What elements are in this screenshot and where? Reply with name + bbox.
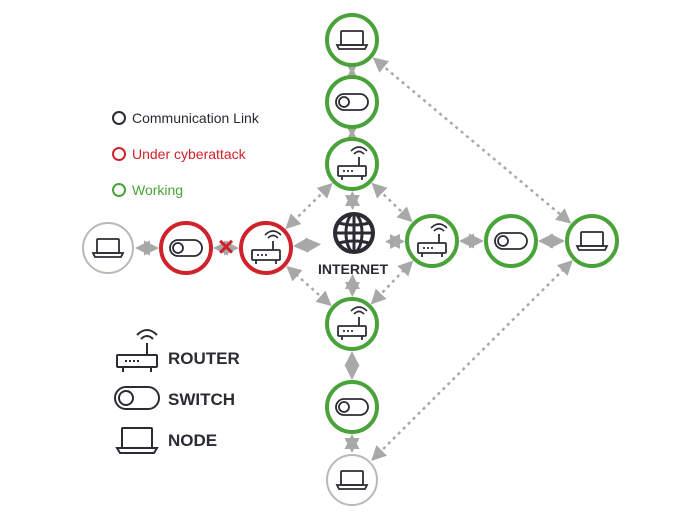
- node-icon: [335, 30, 369, 50]
- switch-icon: [335, 398, 369, 416]
- left-router-status-ring: [239, 221, 293, 275]
- right-router-router: [405, 214, 459, 268]
- bottom-router-router: [325, 297, 379, 351]
- node-icon: [575, 231, 609, 251]
- router-icon: [417, 223, 448, 257]
- top-switch-switch: [325, 75, 379, 129]
- router-icon: [251, 230, 282, 264]
- node-icon: [91, 238, 125, 258]
- connection-links: [135, 57, 573, 461]
- attack-legend-dot: [112, 147, 126, 161]
- switch-icon: [335, 93, 369, 111]
- left-node-status-ring: [82, 222, 134, 274]
- bottom-node-node: [326, 454, 378, 506]
- left-switch-status-ring: [159, 221, 213, 275]
- attack-legend-label: Under cyberattack: [132, 146, 247, 162]
- right-switch-status-ring: [484, 214, 538, 268]
- link-bottom-router-to-left-router: [286, 265, 332, 307]
- bottom-switch-switch: [325, 380, 379, 434]
- device-legend: ROUTER SWITCH NODE: [114, 329, 240, 454]
- top-router-status-ring: [325, 137, 379, 191]
- left-switch-switch: [159, 221, 213, 275]
- switch-icon: [494, 232, 528, 250]
- node-icon: [335, 470, 369, 490]
- internet-label: INTERNET: [318, 261, 388, 277]
- link-top-router-to-left-router: [285, 182, 333, 230]
- switch-icon: [169, 239, 203, 257]
- bottom-node-status-ring: [326, 454, 378, 506]
- node-legend-label: NODE: [168, 431, 217, 450]
- working-legend-dot: [112, 183, 126, 197]
- link-top-node-to-right-node: [372, 57, 572, 224]
- router-icon: [337, 146, 368, 180]
- link-left-router-to-hub: [292, 237, 322, 253]
- router-icon: [337, 306, 368, 340]
- switch-legend-icon: [114, 386, 160, 410]
- node-legend-icon: [115, 427, 159, 454]
- status-legend: Communication Link Under cyberattack Wor…: [112, 110, 260, 198]
- router-legend-label: ROUTER: [168, 349, 240, 368]
- working-legend-label: Working: [132, 182, 183, 198]
- top-node-node: [325, 13, 379, 67]
- right-router-status-ring: [405, 214, 459, 268]
- router-legend-icon: [116, 329, 158, 372]
- bottom-switch-status-ring: [325, 380, 379, 434]
- left-node-node: [82, 222, 134, 274]
- link-top-router-to-right-router: [371, 182, 413, 223]
- blocked-link-marker: ×: [218, 231, 234, 262]
- globe-icon: [333, 212, 375, 254]
- internet-hub: INTERNET: [318, 212, 388, 277]
- top-router-router: [325, 137, 379, 191]
- left-router-router: [239, 221, 293, 275]
- top-node-status-ring: [325, 13, 379, 67]
- link-bottom-node-to-right-node: [371, 260, 573, 461]
- communication-legend-label: Communication Link: [132, 110, 260, 126]
- communication-legend-dot: [112, 111, 126, 125]
- bottom-router-status-ring: [325, 297, 379, 351]
- right-switch-switch: [484, 214, 538, 268]
- right-node-node: [565, 214, 619, 268]
- top-switch-status-ring: [325, 75, 379, 129]
- devices: [82, 13, 619, 506]
- switch-legend-label: SWITCH: [168, 390, 235, 409]
- right-node-status-ring: [565, 214, 619, 268]
